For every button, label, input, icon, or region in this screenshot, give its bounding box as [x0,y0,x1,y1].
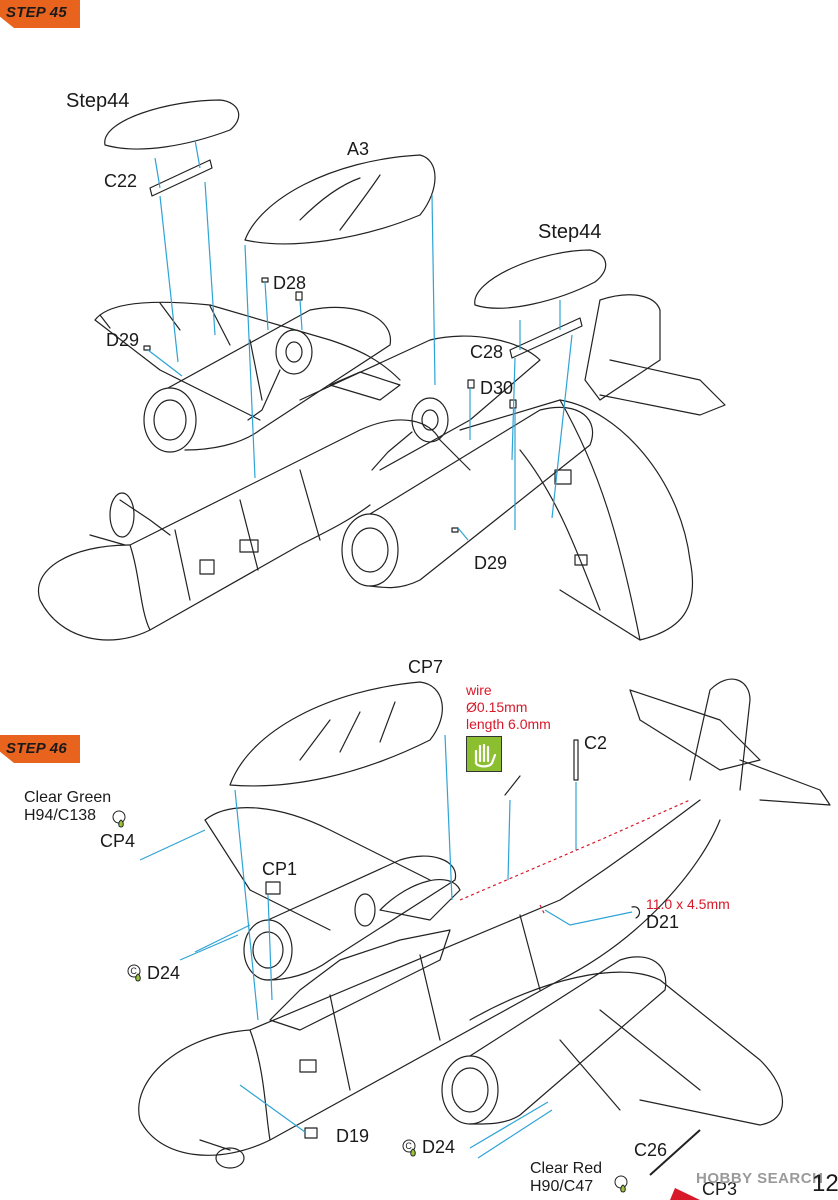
step-46-badge [0,735,80,763]
label-d24-left: D24 [147,963,181,983]
wire-route [459,799,691,916]
label-c26: C26 [634,1140,668,1160]
label-d19: D19 [336,1126,370,1146]
label-a3: A3 [347,139,370,159]
label-c28: C28 [470,342,504,362]
label-c22: C22 [104,171,138,191]
assembly-guide-lines [139,139,633,1159]
label-cp3: CP3 [702,1179,738,1199]
clear-red-code: H90/C47 [530,1178,594,1195]
label-d28: D28 [273,273,307,293]
label-d24-right: D24 [422,1137,456,1157]
step-46-label: STEP 46 [6,740,67,757]
step-45-badge [0,0,80,28]
label-cp1: CP1 [262,859,298,879]
watermark: HOBBY SEARCH [696,1170,824,1187]
step-45-label: STEP 45 [6,4,67,21]
c-marker-icon-left: C [127,964,141,982]
hand-icon [466,736,502,772]
label-step44-right: Step44 [538,221,602,243]
c-marker-icon-right: C [402,1139,416,1157]
label-cp7: CP7 [408,657,444,677]
label-c2: C2 [584,733,608,753]
wire-diameter: Ø0.15mm [466,699,528,715]
clear-green-name: Clear Green [24,789,112,806]
label-step44-left: Step44 [66,90,130,112]
label-d21: D21 [646,912,680,932]
clear-red-name: Clear Red [530,1160,603,1177]
c-marker-text-left: C [130,966,137,976]
page-number: 12 [812,1170,838,1197]
dimension-d21: 11.0 x 4.5mm [646,896,730,912]
green-paint-drop-icon [112,810,126,828]
clear-green-code: H94/C138 [24,807,97,824]
c-marker-text-right: C [405,1141,412,1151]
wire-title: wire [466,682,492,698]
wire-length: length 6.0mm [466,716,551,732]
label-d30: D30 [480,378,514,398]
red-paint-drop-icon [614,1175,628,1193]
label-d29-right: D29 [474,553,508,573]
label-cp4: CP4 [100,831,136,851]
label-d29-left: D29 [106,330,140,350]
